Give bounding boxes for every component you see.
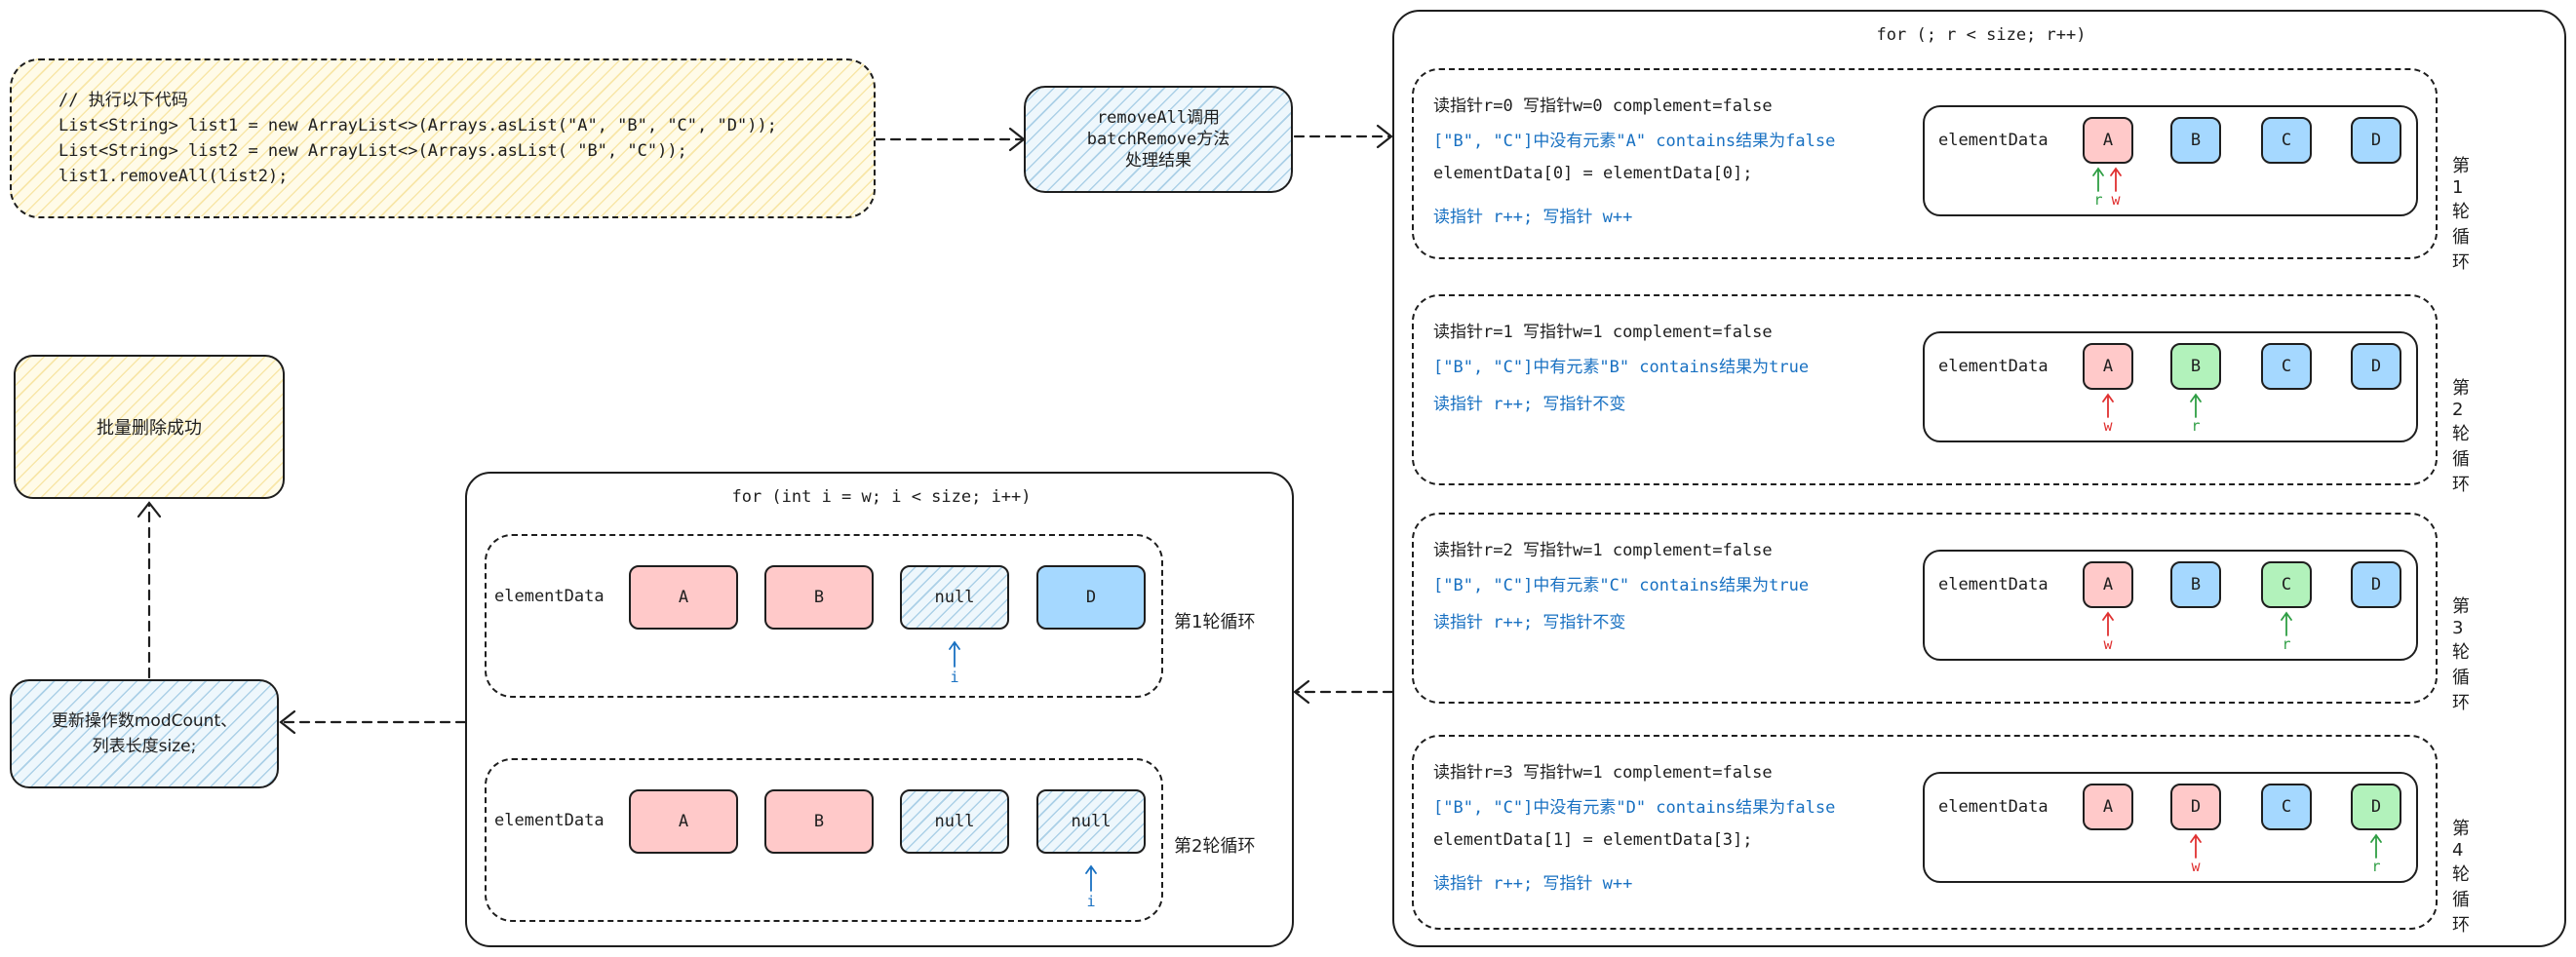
inner2-pointer-i-arrow <box>1085 864 1097 892</box>
iter1-line3: elementData[0] = elementData[0]; <box>1433 164 1753 183</box>
inner-iteration-2: elementData A B null null i 第2轮循环 <box>485 758 1255 922</box>
iter4-line4: 读指针 r++; 写指针 w++ <box>1433 874 1633 894</box>
outer-iteration-3: 读指针r=2 写指针w=1 complement=false ["B", "C"… <box>1412 513 2470 713</box>
iter1-cell-c: C <box>2261 117 2312 164</box>
iter3-pointer-r: r <box>2282 635 2291 653</box>
iter4-line2: ["B", "C"]中没有元素"D" contains结果为false <box>1433 798 1836 818</box>
update-box: 更新操作数modCount、 列表长度size; <box>10 679 279 788</box>
iter1-pointer-arrows <box>2092 167 2122 192</box>
iter4-array-panel: elementData A D C D w r <box>1923 772 2418 883</box>
iter2-pointer-r: r <box>2191 417 2201 435</box>
iter2-loop-label: 第2轮循环 <box>2452 378 2470 495</box>
inner1-pointer-i-arrow <box>949 640 960 668</box>
remove-all-line-1: removeAll调用 <box>1096 108 1221 128</box>
iter4-loop-label: 第4轮循环 <box>2452 819 2470 936</box>
code-line-3: List<String> list2 = new ArrayList<>(Arr… <box>59 141 687 161</box>
iter2-line1: 读指针r=1 写指针w=1 complement=false <box>1433 323 1773 342</box>
remove-all-line-2: batchRemove方法 <box>1086 130 1230 149</box>
iter2-cell-d: D <box>2351 343 2401 390</box>
code-box: // 执行以下代码 List<String> list1 = new Array… <box>10 58 876 218</box>
iter4-cell-a: A <box>2083 784 2133 830</box>
iter4-cell-d: D <box>2351 784 2401 830</box>
inner2-cell-null-1: null <box>900 789 1009 854</box>
iter4-line1: 读指针r=3 写指针w=1 complement=false <box>1433 763 1773 783</box>
success-box: 批量删除成功 <box>14 355 285 499</box>
iter2-pointer-w-arrow <box>2102 393 2114 418</box>
inner-loop-title: for (int i = w; i < size; i++) <box>731 487 1032 507</box>
inner2-pointer-i: i <box>1086 893 1096 910</box>
iter4-cell-c: C <box>2261 784 2312 830</box>
outer-iteration-4: 读指针r=3 写指针w=1 complement=false ["B", "C"… <box>1412 735 2470 936</box>
remove-all-box: removeAll调用 batchRemove方法 处理结果 <box>1024 86 1293 193</box>
iter4-array-label: elementData <box>1938 797 2049 817</box>
iter3-line2: ["B", "C"]中有元素"C" contains结果为true <box>1433 576 1810 595</box>
iter2-cell-a: A <box>2083 343 2133 390</box>
inner1-array-label: elementData <box>494 587 605 606</box>
iter4-cell-d-copied: D <box>2170 784 2221 830</box>
inner1-pointer-i: i <box>950 669 959 686</box>
iter3-cell-b: B <box>2170 561 2221 608</box>
iter1-array-label: elementData <box>1938 131 2049 150</box>
iter4-line3: elementData[1] = elementData[3]; <box>1433 830 1753 850</box>
iter4-pointer-w-arrow <box>2190 833 2202 859</box>
iter3-pointer-r-arrow <box>2281 611 2292 636</box>
iter3-line1: 读指针r=2 写指针w=1 complement=false <box>1433 541 1773 560</box>
code-line-4: list1.removeAll(list2); <box>59 167 289 186</box>
iter4-pointer-r-arrow <box>2370 833 2382 859</box>
iter1-line1: 读指针r=0 写指针w=0 complement=false <box>1433 96 1773 116</box>
inner2-cell-a: A <box>629 789 738 854</box>
iter3-loop-label: 第3轮循环 <box>2452 596 2470 713</box>
iter1-cell-d: D <box>2351 117 2401 164</box>
iter3-pointer-w: w <box>2103 635 2113 653</box>
code-line-2: List<String> list1 = new ArrayList<>(Arr… <box>59 116 777 135</box>
iter4-pointer-w: w <box>2191 858 2201 875</box>
iter4-pointer-r: r <box>2371 858 2381 875</box>
iter2-cell-c: C <box>2261 343 2312 390</box>
iter2-pointer-w: w <box>2103 417 2113 435</box>
iter3-line3: 读指针 r++; 写指针不变 <box>1433 613 1626 632</box>
update-line-1: 更新操作数modCount、 <box>51 711 238 731</box>
iter1-pointer-r: r <box>2093 191 2103 209</box>
inner2-array-label: elementData <box>494 811 605 830</box>
iter1-array-panel: elementData A B C D r w <box>1923 105 2418 216</box>
iter1-cell-a: A <box>2083 117 2133 164</box>
iter2-cell-b: B <box>2170 343 2221 390</box>
iter2-line2: ["B", "C"]中有元素"B" contains结果为true <box>1433 358 1810 377</box>
iter3-array-label: elementData <box>1938 575 2049 594</box>
inner1-cell-b: B <box>764 565 874 630</box>
iter1-line2: ["B", "C"]中没有元素"A" contains结果为false <box>1433 132 1836 151</box>
iter2-array-panel: elementData A B C D w r <box>1923 331 2418 442</box>
iter3-pointer-w-arrow <box>2102 611 2114 636</box>
outer-loop-title: for (; r < size; r++) <box>1876 25 2087 45</box>
iter3-cell-c: C <box>2261 561 2312 608</box>
iter2-pointer-r-arrow <box>2190 393 2202 418</box>
iter2-line3: 读指针 r++; 写指针不变 <box>1433 395 1626 414</box>
inner1-cell-null: null <box>900 565 1009 630</box>
iter2-array-label: elementData <box>1938 357 2049 376</box>
iter3-cell-d: D <box>2351 561 2401 608</box>
iter1-cell-b: B <box>2170 117 2221 164</box>
inner-iteration-1: elementData A B null D i 第1轮循环 <box>485 534 1255 698</box>
outer-iteration-2: 读指针r=1 写指针w=1 complement=false ["B", "C"… <box>1412 294 2470 495</box>
code-line-1: // 执行以下代码 <box>59 91 188 110</box>
iter1-pointer-w: w <box>2111 191 2121 209</box>
iter1-loop-label: 第1轮循环 <box>2452 156 2470 273</box>
inner2-cell-b: B <box>764 789 874 854</box>
inner1-cell-a: A <box>629 565 738 630</box>
inner2-cell-null-2: null <box>1036 789 1146 854</box>
remove-all-line-3: 处理结果 <box>1125 151 1191 171</box>
inner1-cell-d: D <box>1036 565 1146 630</box>
inner2-loop-label: 第2轮循环 <box>1174 836 1256 857</box>
outer-iteration-1: 读指针r=0 写指针w=0 complement=false ["B", "C"… <box>1412 68 2470 273</box>
iter3-cell-a: A <box>2083 561 2133 608</box>
iter1-line4: 读指针 r++; 写指针 w++ <box>1433 208 1633 227</box>
iter3-array-panel: elementData A B C D w r <box>1923 550 2418 661</box>
update-line-2: 列表长度size; <box>92 737 197 756</box>
inner1-loop-label: 第1轮循环 <box>1174 612 1256 632</box>
success-label: 批量删除成功 <box>97 418 202 439</box>
